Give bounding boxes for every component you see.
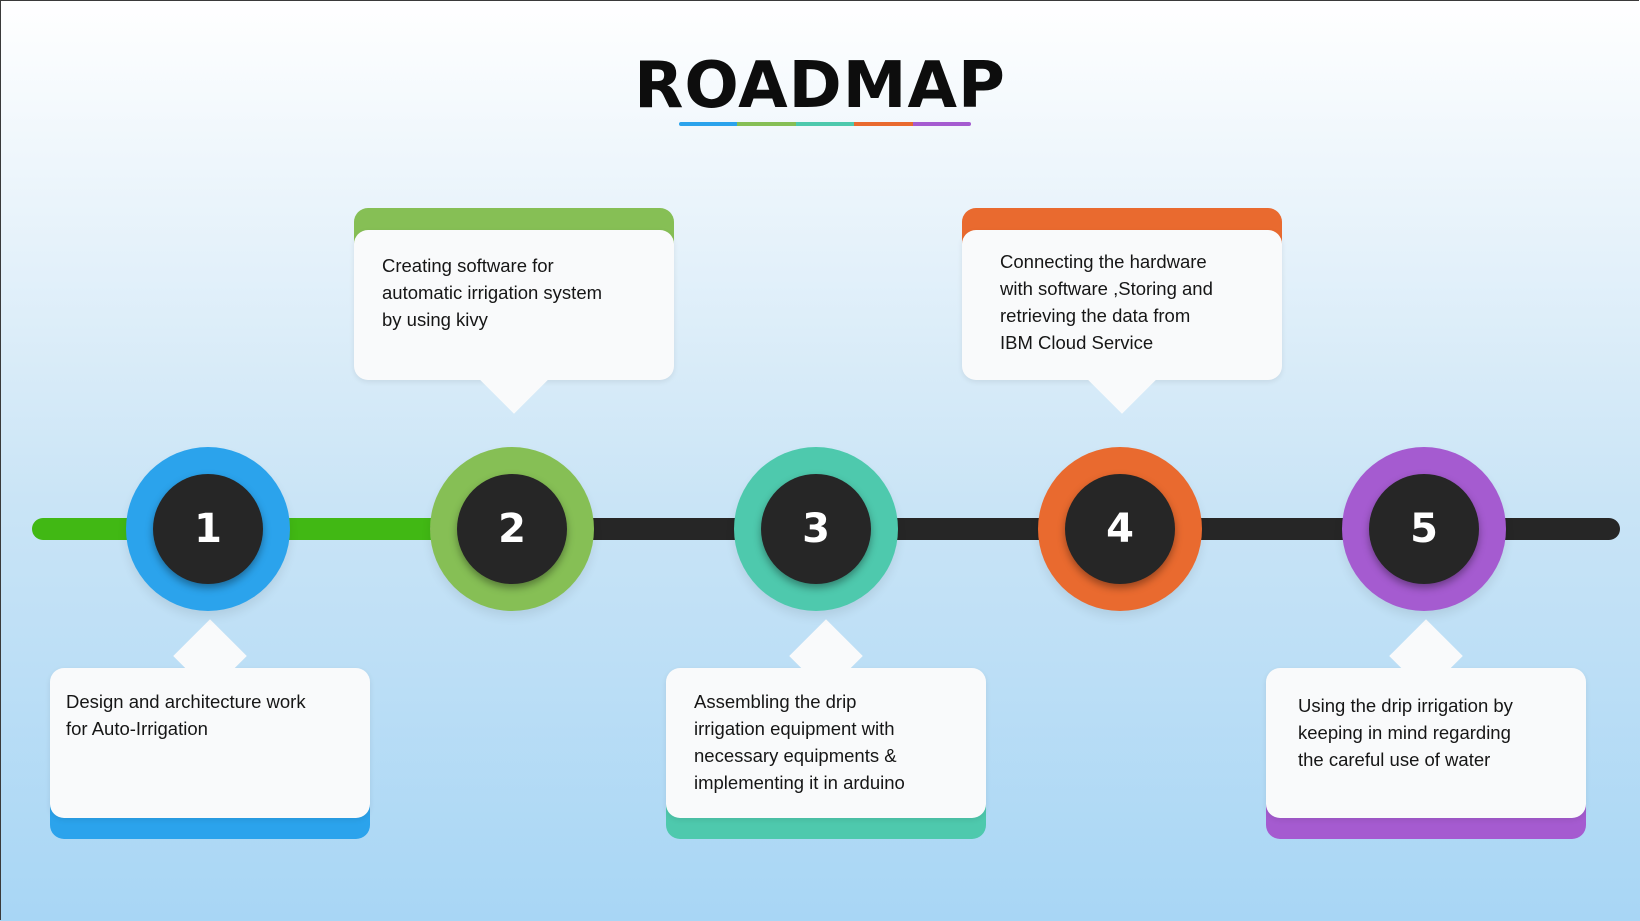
underline-segment-green [737,122,796,126]
step-card-3-box [666,668,986,818]
step-3-text: Assembling the drip irrigation equipment… [694,691,905,793]
title-underline [679,122,971,126]
timeline-track-pending [430,518,1620,540]
step-4-number: 4 [1065,474,1175,584]
underline-segment-teal [795,122,855,126]
step-card-3: Assembling the drip irrigation equipment… [666,619,986,839]
step-card-1: Design and architecture work for Auto-Ir… [50,619,370,839]
step-node-5: 5 [1342,447,1506,611]
step-node-3: 3 [734,447,898,611]
step-node-1: 1 [126,447,290,611]
step-card-5-box [1266,668,1586,818]
step-2-number: 2 [457,474,567,584]
step-3-number: 3 [761,474,871,584]
underline-segment-orange [854,122,913,126]
underline-segment-blue [679,122,738,126]
step-node-2: 2 [430,447,594,611]
step-card-1-box [50,668,370,818]
step-1-text: Design and architecture work for Auto-Ir… [66,691,306,739]
step-5-number: 5 [1369,474,1479,584]
step-card-5: Using the drip irrigation by keeping in … [1266,619,1586,839]
step-1-number: 1 [153,474,263,584]
page-title: ROADMAP [634,49,1006,123]
step-4-text: Connecting the hardware with software ,S… [1000,251,1213,353]
step-5-text: Using the drip irrigation by keeping in … [1298,695,1513,770]
step-node-4: 4 [1038,447,1202,611]
step-2-text: Creating software for automatic irrigati… [382,255,603,330]
step-card-4: Connecting the hardware with software ,S… [962,208,1282,414]
step-card-2: Creating software for automatic irrigati… [354,208,674,414]
underline-segment-purple [912,122,971,126]
